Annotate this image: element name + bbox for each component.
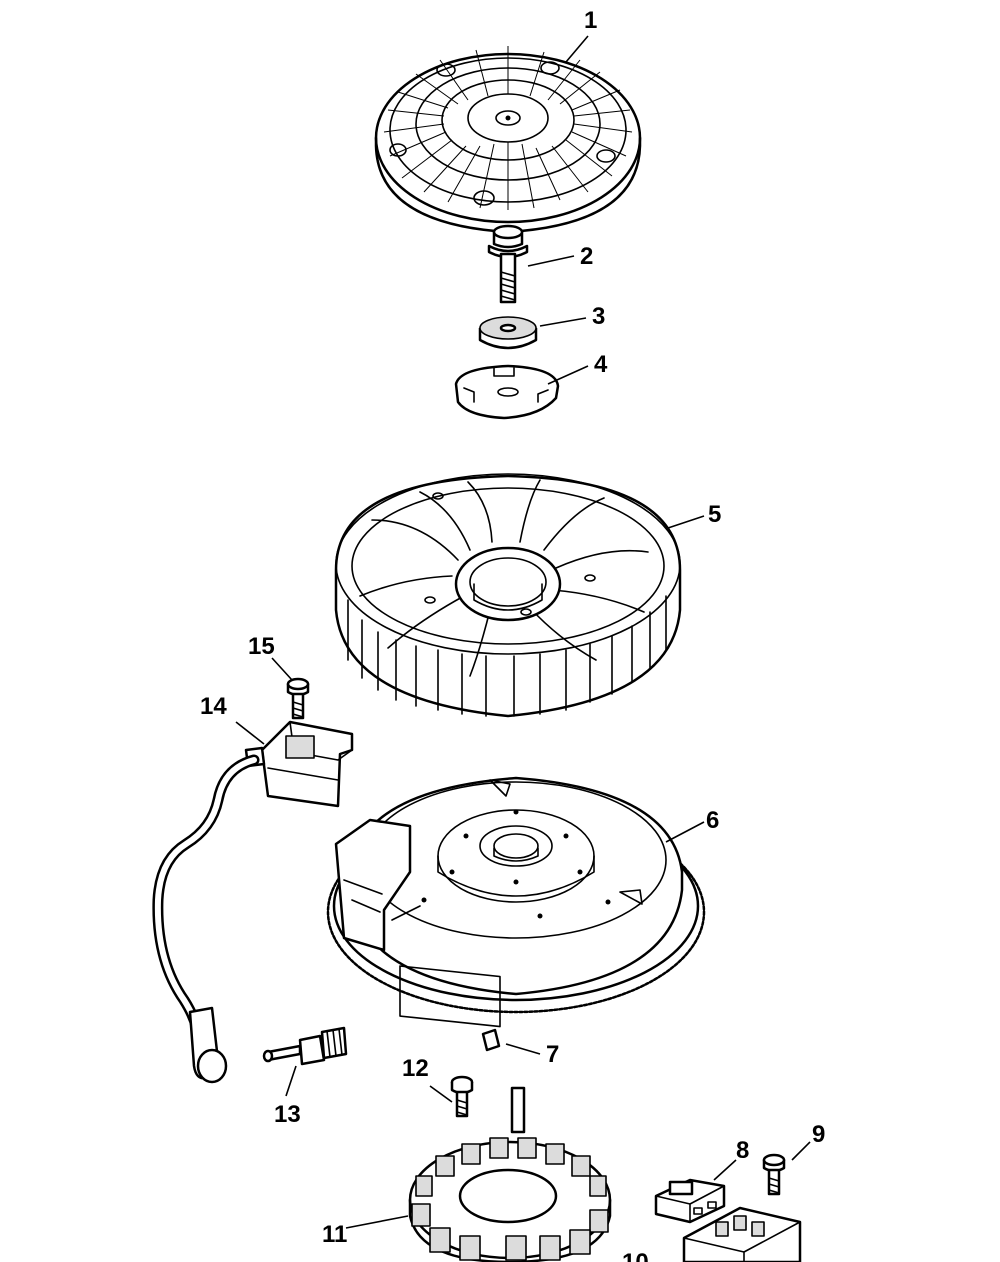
part-7-woodruff-key	[481, 1028, 501, 1052]
part-1-grille-screen	[374, 46, 642, 234]
part-2-bolt	[487, 224, 529, 304]
part-3-washer	[478, 316, 538, 350]
part-14-ignition-module	[152, 720, 354, 1084]
part-9-screw	[762, 1153, 786, 1196]
callout-10: 10	[622, 1249, 649, 1262]
callout-3: 3	[592, 303, 605, 330]
callout-5: 5	[708, 501, 721, 528]
callout-9: 9	[812, 1121, 825, 1148]
callout-4: 4	[594, 351, 608, 378]
callout-11: 11	[322, 1221, 347, 1248]
leader-lines	[235, 35, 811, 1229]
part-5-cooling-fan	[334, 473, 682, 718]
part-15-screw	[286, 677, 310, 720]
part-11-stator	[408, 1086, 612, 1262]
part-8-connector	[654, 1178, 726, 1224]
callout-7: 7	[546, 1041, 559, 1068]
callout-15: 15	[248, 633, 275, 660]
callout-labels: 1 2 3 4 5 6 7 8 9 10 11 12 13 14 15	[200, 7, 825, 1262]
callout-8: 8	[736, 1137, 749, 1164]
callout-14: 14	[200, 693, 227, 720]
callout-2: 2	[580, 243, 593, 270]
part-13-spark-plug	[262, 1026, 348, 1066]
callout-13: 13	[274, 1101, 301, 1128]
part-10-rectifier	[682, 1206, 802, 1262]
callout-6: 6	[706, 807, 719, 834]
part-6-flywheel	[326, 776, 706, 1028]
callout-12: 12	[402, 1055, 429, 1082]
part-4-retainer-plate	[454, 364, 560, 420]
callout-1: 1	[584, 7, 597, 34]
part-12-screw	[450, 1075, 474, 1118]
